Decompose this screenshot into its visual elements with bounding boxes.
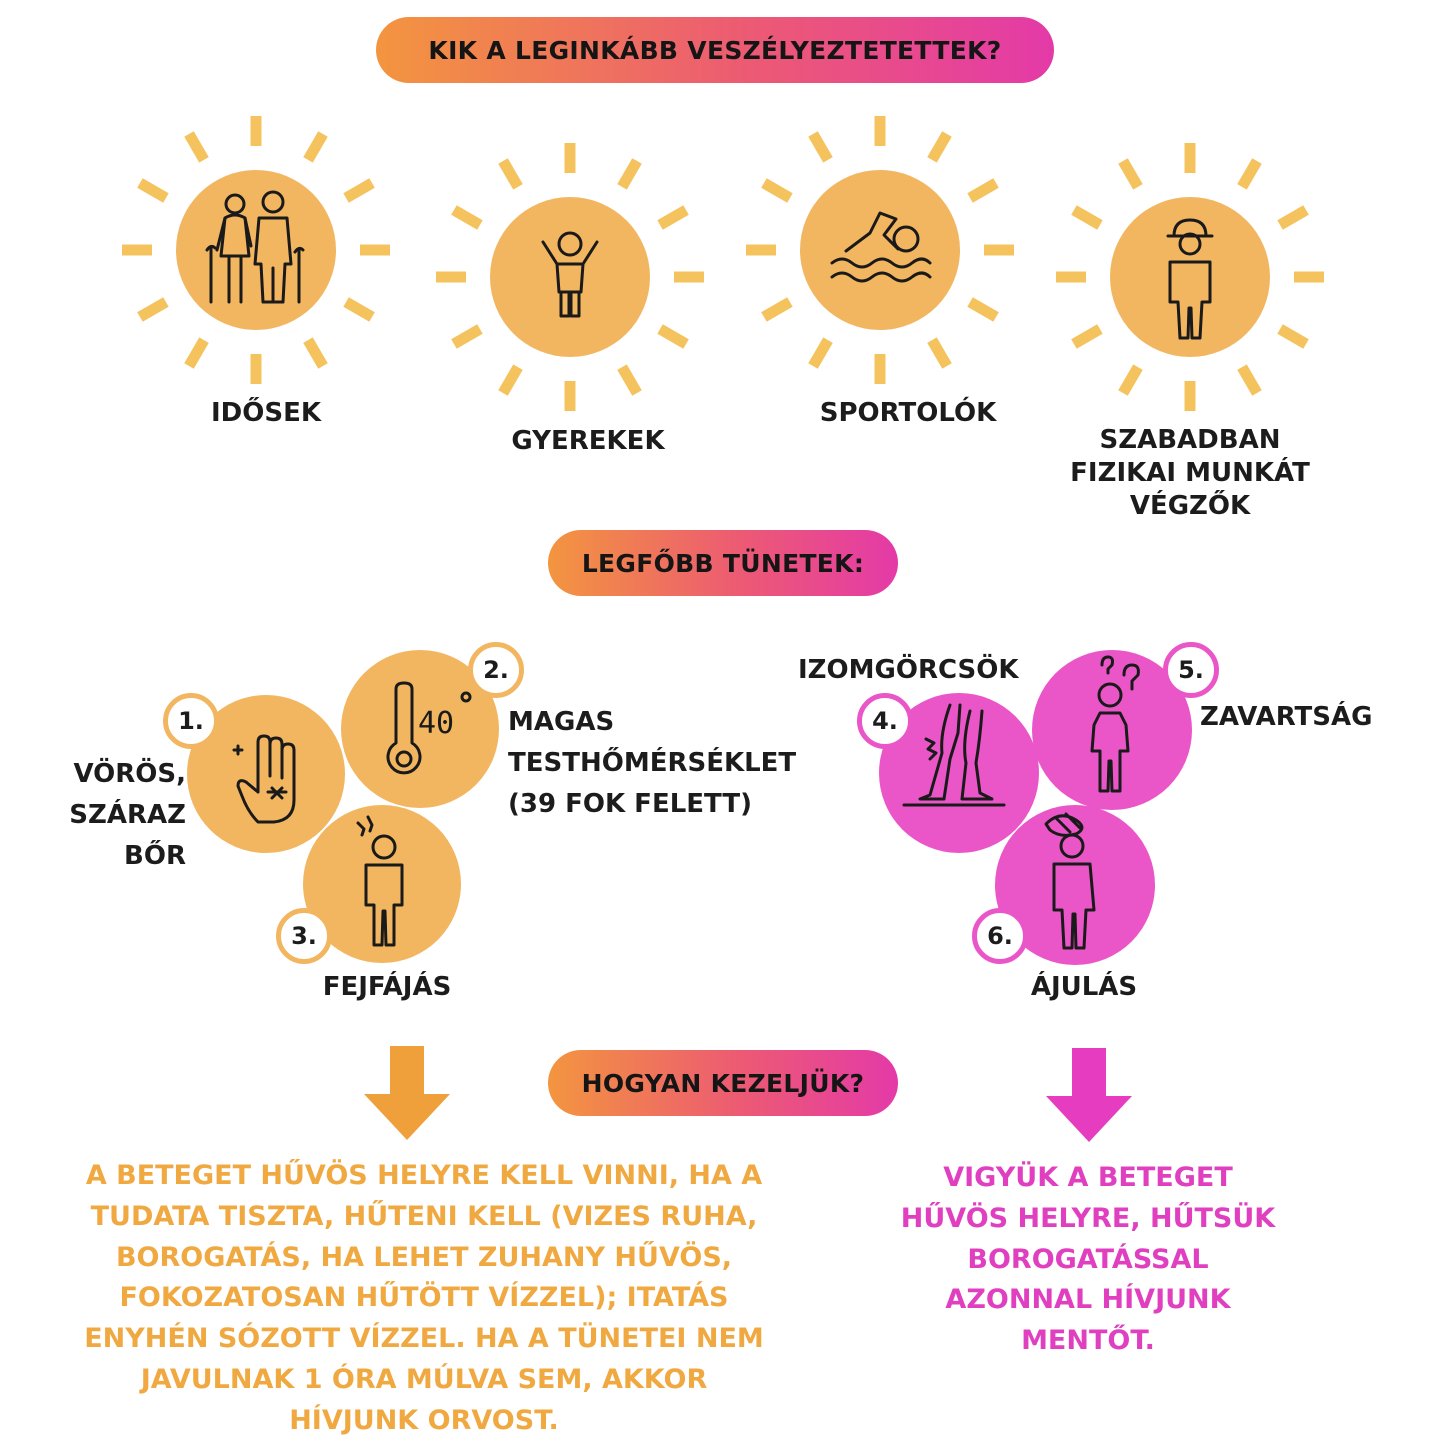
treatment-left-line-4: FOKOZATOSAN HŰTÖTT VÍZZEL); ITATÁS bbox=[119, 1282, 729, 1314]
treatment-right-line-2: HŰVÖS HELYRE, HŰTSÜK bbox=[900, 1202, 1276, 1234]
sun-ray bbox=[1071, 324, 1103, 349]
symptom-number-1: 1. bbox=[163, 693, 219, 749]
treatment-left-line-2: TUDATA TISZTA, HŰTENI KELL (VIZES RUHA, bbox=[90, 1200, 758, 1232]
sun-rays-1 bbox=[122, 116, 1324, 411]
sun-ray bbox=[303, 337, 328, 369]
group-label-workers-line-3: VÉGZŐK bbox=[1129, 491, 1251, 521]
symptom-label-headache: FEJFÁJÁS bbox=[322, 972, 452, 1002]
symptom-label-confusion: ZAVARTSÁG bbox=[1200, 702, 1373, 732]
symptom-label-skin-line-1: VÖRÖS, bbox=[73, 759, 187, 789]
sun-ray bbox=[927, 337, 952, 369]
header-title-pill: KIK A LEGINKÁBB VESZÉLYEZTETETTEK? bbox=[376, 17, 1054, 83]
sun-ray bbox=[451, 324, 483, 349]
sun-ray bbox=[1277, 205, 1309, 230]
symptom-label-fainting: ÁJULÁS bbox=[1030, 972, 1138, 1002]
symptom-number-4: 4. bbox=[857, 693, 913, 749]
header-title: KIK A LEGINKÁBB VESZÉLYEZTETETTEK? bbox=[428, 35, 1002, 65]
symptom-label-skin-line-3: BŐR bbox=[124, 841, 186, 871]
hand-rash-icon bbox=[232, 734, 296, 824]
fainting-person-icon bbox=[1044, 812, 1096, 950]
sun-ray bbox=[343, 178, 375, 203]
treatment-left-text: A BETEGET HŰVÖS HELYRE KELL VINNI, HA A … bbox=[40, 1156, 808, 1442]
treatment-left-line-3: BOROGATÁS, HA LEHET ZUHANY HŰVÖS, bbox=[115, 1241, 733, 1273]
sun-ray bbox=[967, 178, 999, 203]
treatment-right-line-3: BOROGATÁSSAL bbox=[967, 1243, 1209, 1275]
symptom-number-3: 3. bbox=[276, 908, 332, 964]
symptoms-title: LEGFŐBB TÜNETEK: bbox=[581, 548, 865, 578]
sun-ray bbox=[967, 297, 999, 322]
sun-ray bbox=[303, 131, 328, 163]
treatment-right-text: VIGYÜK A BETEGET HŰVÖS HELYRE, HŰTSÜK BO… bbox=[870, 1158, 1306, 1362]
arrow-down-right-icon bbox=[1046, 1048, 1132, 1142]
treatment-left-line-6: JAVULNAK 1 ÓRA MÚLVA SEM, AKKOR bbox=[140, 1363, 708, 1395]
sun-ray bbox=[1277, 324, 1309, 349]
sun-ray bbox=[1237, 364, 1262, 396]
symptom-label-fever: MAGAS TESTHŐMÉRSÉKLET (39 FOK FELETT) bbox=[508, 702, 796, 825]
treatment-left-line-7: HÍVJUNK ORVOST. bbox=[289, 1404, 559, 1436]
sun-ray bbox=[451, 205, 483, 230]
sun-ray bbox=[1237, 158, 1262, 190]
group-label-child: GYEREKEK bbox=[511, 426, 665, 456]
group-label-workers: SZABADBAN FIZIKAI MUNKÁT VÉGZŐK bbox=[1040, 424, 1340, 523]
arrow-down-left-icon bbox=[364, 1046, 450, 1140]
treatment-left-line-5: ENYHÉN SÓZOTT VÍZZEL. HA A TÜNETEI NEM bbox=[84, 1323, 764, 1355]
sun-ray bbox=[761, 178, 793, 203]
symptoms-title-pill: LEGFŐBB TÜNETEK: bbox=[548, 530, 898, 596]
sun-ray bbox=[137, 297, 169, 322]
sun-ray bbox=[1071, 205, 1103, 230]
sun-ray bbox=[498, 158, 523, 190]
sun-ray bbox=[761, 297, 793, 322]
sun-ray bbox=[498, 364, 523, 396]
sun-ray bbox=[1118, 158, 1143, 190]
swimmer-icon bbox=[830, 211, 932, 283]
symptom-label-cramps: IZOMGÖRCSÖK bbox=[798, 655, 1019, 685]
leg-cramp-icon bbox=[902, 703, 1006, 807]
symptom-number-6: 6. bbox=[972, 908, 1028, 964]
worker-icon bbox=[1166, 218, 1214, 340]
symptom-label-fever-line-2: TESTHŐMÉRSÉKLET bbox=[508, 748, 797, 778]
sun-ray bbox=[137, 178, 169, 203]
group-label-elderly: IDŐSEK bbox=[211, 398, 321, 428]
treatment-left-line-1: A BETEGET HŰVÖS HELYRE KELL VINNI, HA A bbox=[85, 1160, 763, 1191]
group-label-workers-line-1: SZABADBAN bbox=[1099, 425, 1281, 455]
group-circle-worker bbox=[1110, 197, 1270, 357]
group-label-athletes: SPORTOLÓK bbox=[819, 398, 997, 428]
sun-ray bbox=[657, 205, 689, 230]
sun-ray bbox=[657, 324, 689, 349]
confused-person-icon bbox=[1090, 655, 1140, 793]
group-circle-child bbox=[490, 197, 650, 357]
group-circle-swimmer bbox=[800, 170, 960, 330]
treatment-right-line-5: MENTŐT. bbox=[1021, 1325, 1155, 1357]
group-label-workers-line-2: FIZIKAI MUNKÁT bbox=[1070, 458, 1310, 488]
thermometer-value: 40 bbox=[418, 706, 454, 741]
headache-icon bbox=[356, 815, 404, 947]
symptom-label-skin-line-2: SZÁRAZ bbox=[69, 800, 186, 830]
sun-ray bbox=[184, 337, 209, 369]
sun-ray bbox=[927, 131, 952, 163]
thermometer-icon: 40 bbox=[386, 681, 472, 775]
symptom-label-fever-line-3: (39 FOK FELETT) bbox=[508, 789, 752, 819]
sun-ray bbox=[1118, 364, 1143, 396]
symptom-label-skin: VÖRÖS, SZÁRAZ BŐR bbox=[30, 754, 186, 877]
sun-ray bbox=[343, 297, 375, 322]
symptom-label-fever-line-1: MAGAS bbox=[508, 707, 615, 737]
sun-ray bbox=[184, 131, 209, 163]
symptom-number-5: 5. bbox=[1163, 642, 1219, 698]
treatment-right-line-4: AZONNAL HÍVJUNK bbox=[945, 1284, 1231, 1316]
sun-ray bbox=[808, 337, 833, 369]
sun-ray bbox=[808, 131, 833, 163]
treatment-title: HOGYAN KEZELJÜK? bbox=[581, 1068, 865, 1098]
child-icon bbox=[541, 231, 599, 318]
treatment-right-line-1: VIGYÜK A BETEGET bbox=[943, 1162, 1233, 1193]
elderly-couple-icon bbox=[205, 190, 305, 304]
sun-ray bbox=[617, 364, 642, 396]
treatment-title-pill: HOGYAN KEZELJÜK? bbox=[548, 1050, 898, 1116]
symptom-number-2: 2. bbox=[468, 642, 524, 698]
sun-ray bbox=[617, 158, 642, 190]
